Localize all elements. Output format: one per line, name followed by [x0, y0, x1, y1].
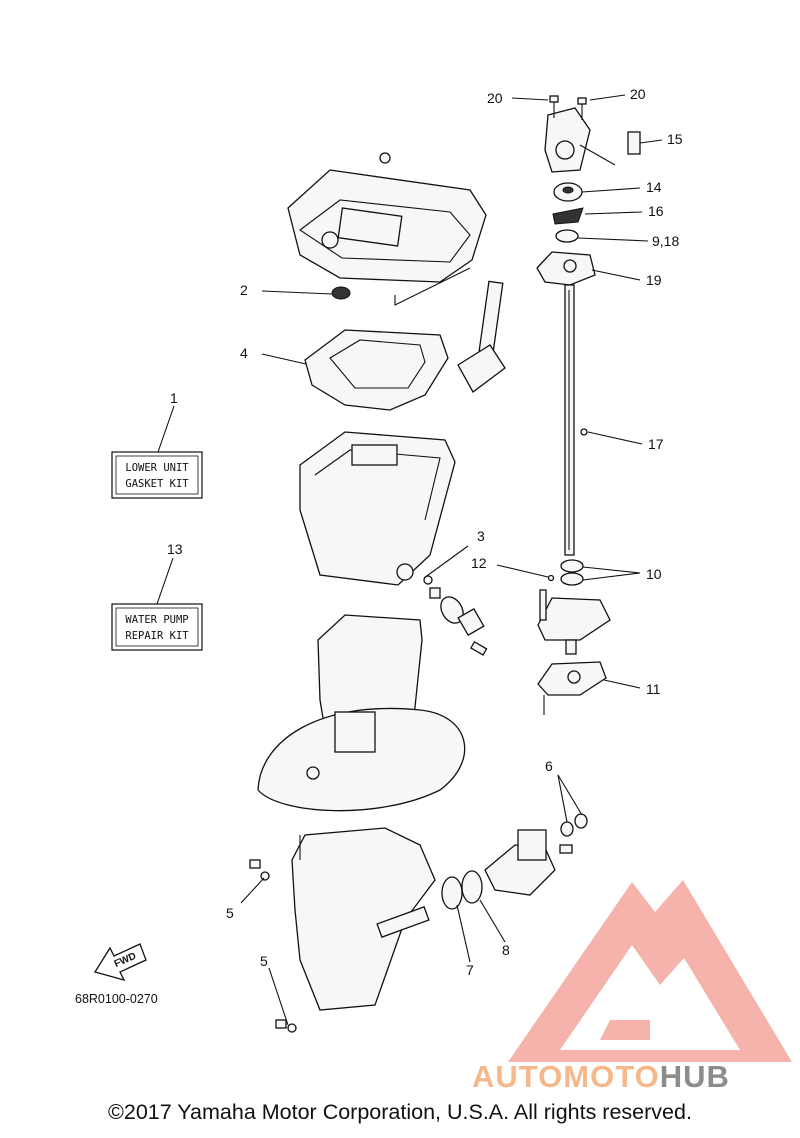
bolt-part-20-left — [549, 95, 559, 118]
pump-base — [537, 589, 611, 655]
gasket-kit-line2: GASKET KIT — [125, 478, 189, 490]
oil-filter — [457, 280, 506, 393]
o-rings — [441, 870, 483, 910]
leader-lines — [156, 94, 663, 1026]
callout-14: 14 — [646, 179, 662, 195]
callout-4: 4 — [240, 345, 248, 361]
callouts: 20 20 15 14 16 9,18 19 2 4 1 17 3 13 12 … — [167, 86, 683, 978]
pin-part-12 — [547, 574, 555, 582]
brand-word-part1: AUTOMOTO — [472, 1059, 660, 1094]
brand-wordmark: AUTOMOTOHUB — [472, 1059, 730, 1094]
diagram-part-number: 68R0100-0270 — [75, 992, 158, 1006]
outer-plate-part-19 — [536, 251, 596, 286]
callout-2: 2 — [240, 282, 248, 298]
fwd-arrow-icon: FWD — [93, 943, 147, 982]
bolt-part-20-right — [577, 97, 587, 120]
callout-17: 17 — [648, 436, 664, 452]
callout-10: 10 — [646, 566, 662, 582]
gasket-part-4 — [304, 329, 449, 411]
gear-case — [291, 827, 436, 1011]
callout-11: 11 — [646, 681, 661, 697]
callout-12: 12 — [471, 555, 487, 571]
pump-kit-box: WATER PUMP REPAIR KIT — [111, 603, 203, 651]
callout-5-lower: 5 — [260, 953, 268, 969]
bearings-part-10 — [560, 559, 584, 586]
propeller-shaft-housing — [484, 813, 588, 896]
drain-bolt-assembly — [423, 575, 488, 656]
callout-15: 15 — [667, 131, 683, 147]
callout-20-left: 20 — [487, 90, 503, 106]
callout-1: 1 — [170, 390, 178, 406]
callout-6: 6 — [545, 758, 553, 774]
callout-8: 8 — [502, 942, 510, 958]
callout-7: 7 — [466, 962, 474, 978]
callout-16: 16 — [648, 203, 664, 219]
water-pump-housing — [544, 107, 616, 173]
drive-shaft-part-17 — [564, 284, 588, 556]
drive-shaft-housing — [257, 614, 466, 812]
water-tube-part-15 — [627, 131, 641, 155]
gasket-part-11 — [537, 661, 607, 696]
bolt-part-5-upper — [249, 859, 270, 881]
pump-kit-line1: WATER PUMP — [125, 614, 188, 626]
callout-13: 13 — [167, 541, 183, 557]
callout-9-18: 9,18 — [652, 233, 679, 249]
oil-seal-part-2 — [331, 286, 351, 300]
gasket-kit-line1: LOWER UNIT — [125, 462, 189, 474]
brand-word-part2: HUB — [660, 1059, 730, 1094]
middle-casing — [299, 431, 456, 586]
callout-20-right: 20 — [630, 86, 646, 102]
insert-cartridge-part-14 — [553, 182, 583, 202]
o-ring-part-9-18 — [555, 229, 579, 243]
automotohub-logo — [508, 880, 792, 1062]
gasket-kit-box: LOWER UNIT GASKET KIT — [111, 451, 203, 499]
bolt-part-5-lower — [275, 1019, 297, 1033]
impeller-part-16 — [552, 207, 584, 225]
callout-19: 19 — [646, 272, 662, 288]
callout-3: 3 — [477, 528, 485, 544]
upper-casing — [287, 152, 487, 306]
callout-5-upper: 5 — [226, 905, 234, 921]
pump-kit-line2: REPAIR KIT — [125, 630, 189, 642]
copyright-notice: ©2017 Yamaha Motor Corporation, U.S.A. A… — [108, 1100, 692, 1124]
